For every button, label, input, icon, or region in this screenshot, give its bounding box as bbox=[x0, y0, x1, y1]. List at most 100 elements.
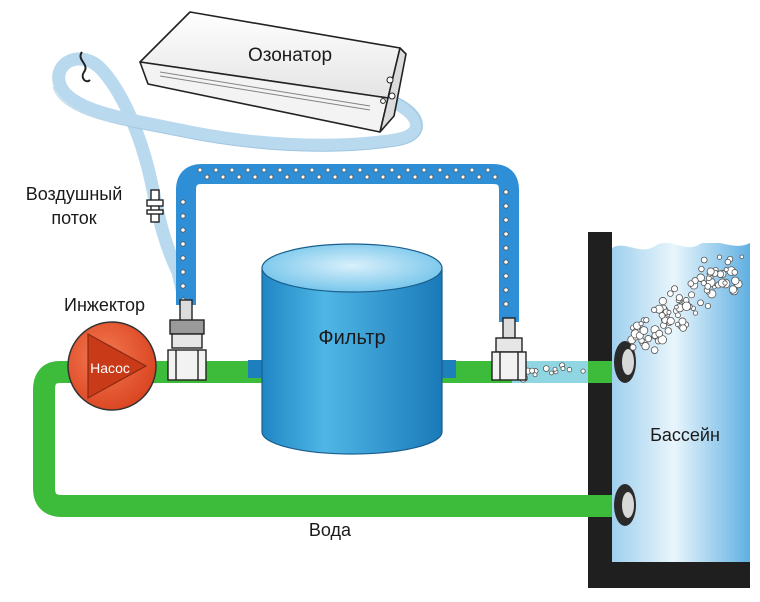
pool-wall bbox=[588, 232, 750, 588]
bubble bbox=[700, 256, 708, 264]
bubble bbox=[412, 174, 418, 180]
bubble bbox=[316, 174, 322, 180]
bubble bbox=[245, 167, 251, 173]
bubble bbox=[469, 167, 475, 173]
bubble bbox=[421, 167, 427, 173]
bubble bbox=[724, 258, 732, 266]
bubble bbox=[277, 167, 283, 173]
air-flow-label-line1: Воздушный bbox=[25, 184, 123, 204]
ozonator-ports bbox=[380, 76, 396, 104]
pool-inlet-nozzle bbox=[614, 341, 636, 383]
bubble bbox=[261, 167, 267, 173]
bubble bbox=[503, 245, 509, 251]
water-label: Вода bbox=[308, 520, 352, 540]
pool-surface bbox=[612, 238, 750, 250]
bubble bbox=[460, 174, 466, 180]
bubble bbox=[325, 167, 331, 173]
bubble bbox=[373, 167, 379, 173]
bubble bbox=[503, 217, 509, 223]
power-cord bbox=[79, 51, 91, 83]
bubble bbox=[678, 317, 687, 326]
bubble bbox=[675, 294, 683, 302]
bubble bbox=[542, 365, 550, 372]
bubble bbox=[639, 326, 649, 335]
bubble bbox=[731, 276, 740, 285]
diffuser-fitting bbox=[491, 317, 527, 381]
bubble bbox=[704, 302, 711, 310]
bubble bbox=[666, 309, 672, 315]
bubble bbox=[700, 280, 707, 287]
ozone-bubbles bbox=[180, 167, 509, 307]
ozone-pipe bbox=[176, 164, 519, 322]
bubble bbox=[549, 370, 554, 376]
bubble bbox=[698, 265, 705, 273]
bubble bbox=[692, 310, 699, 316]
bubble bbox=[658, 297, 667, 306]
bubble bbox=[716, 254, 723, 260]
bubble bbox=[180, 241, 186, 247]
filter-label: Фильтр bbox=[318, 327, 386, 349]
ozonator-unit bbox=[139, 11, 407, 133]
bubble bbox=[180, 269, 186, 275]
air-flow-label-line2: поток bbox=[51, 208, 97, 228]
bubble bbox=[332, 174, 338, 180]
bubble bbox=[485, 167, 491, 173]
bubble bbox=[197, 167, 203, 173]
bubble bbox=[213, 167, 219, 173]
bubble bbox=[180, 213, 186, 219]
bubble bbox=[293, 167, 299, 173]
pump bbox=[67, 321, 157, 411]
bubble bbox=[664, 327, 672, 335]
bubble bbox=[428, 174, 434, 180]
injector-label: Инжектор bbox=[64, 295, 146, 315]
bubble bbox=[667, 290, 674, 297]
bubble bbox=[644, 335, 652, 343]
bubble bbox=[650, 346, 659, 354]
bubble bbox=[697, 299, 704, 307]
pool-water bbox=[612, 243, 750, 585]
bubble bbox=[204, 174, 210, 180]
bubble bbox=[688, 291, 696, 299]
bubble bbox=[731, 269, 738, 276]
bubble bbox=[704, 283, 712, 290]
pool-bubbles bbox=[627, 254, 745, 354]
bubble bbox=[268, 174, 274, 180]
bubble bbox=[503, 301, 509, 307]
bubble bbox=[655, 329, 664, 338]
air-flow-valve bbox=[146, 189, 164, 223]
bubble bbox=[728, 285, 738, 294]
bubble bbox=[341, 167, 347, 173]
bubble bbox=[284, 174, 290, 180]
bubble bbox=[739, 254, 745, 260]
bubble bbox=[503, 231, 509, 237]
bubble bbox=[722, 280, 728, 286]
bubble bbox=[675, 312, 681, 319]
bubble bbox=[357, 167, 363, 173]
bubble bbox=[476, 174, 482, 180]
bubble bbox=[687, 280, 695, 287]
bubble bbox=[180, 199, 186, 205]
bubble bbox=[180, 283, 186, 289]
bubble bbox=[503, 287, 509, 293]
bubble bbox=[723, 267, 729, 273]
bubble bbox=[532, 372, 538, 378]
bubble bbox=[229, 167, 235, 173]
bubble bbox=[638, 321, 644, 327]
bubble bbox=[681, 301, 692, 311]
bubble bbox=[503, 259, 509, 265]
pool-label: Бассейн bbox=[650, 425, 720, 445]
bubble bbox=[437, 167, 443, 173]
pump-label: Насос bbox=[90, 360, 130, 376]
bubble bbox=[396, 174, 402, 180]
bubble bbox=[180, 255, 186, 261]
bubble bbox=[492, 174, 498, 180]
bubble bbox=[220, 174, 226, 180]
bubble bbox=[453, 167, 459, 173]
bubble bbox=[529, 367, 536, 374]
bubble bbox=[405, 167, 411, 173]
bubble bbox=[309, 167, 315, 173]
air-tube-outline bbox=[52, 86, 423, 152]
bubble bbox=[236, 174, 242, 180]
bubble bbox=[658, 312, 666, 319]
